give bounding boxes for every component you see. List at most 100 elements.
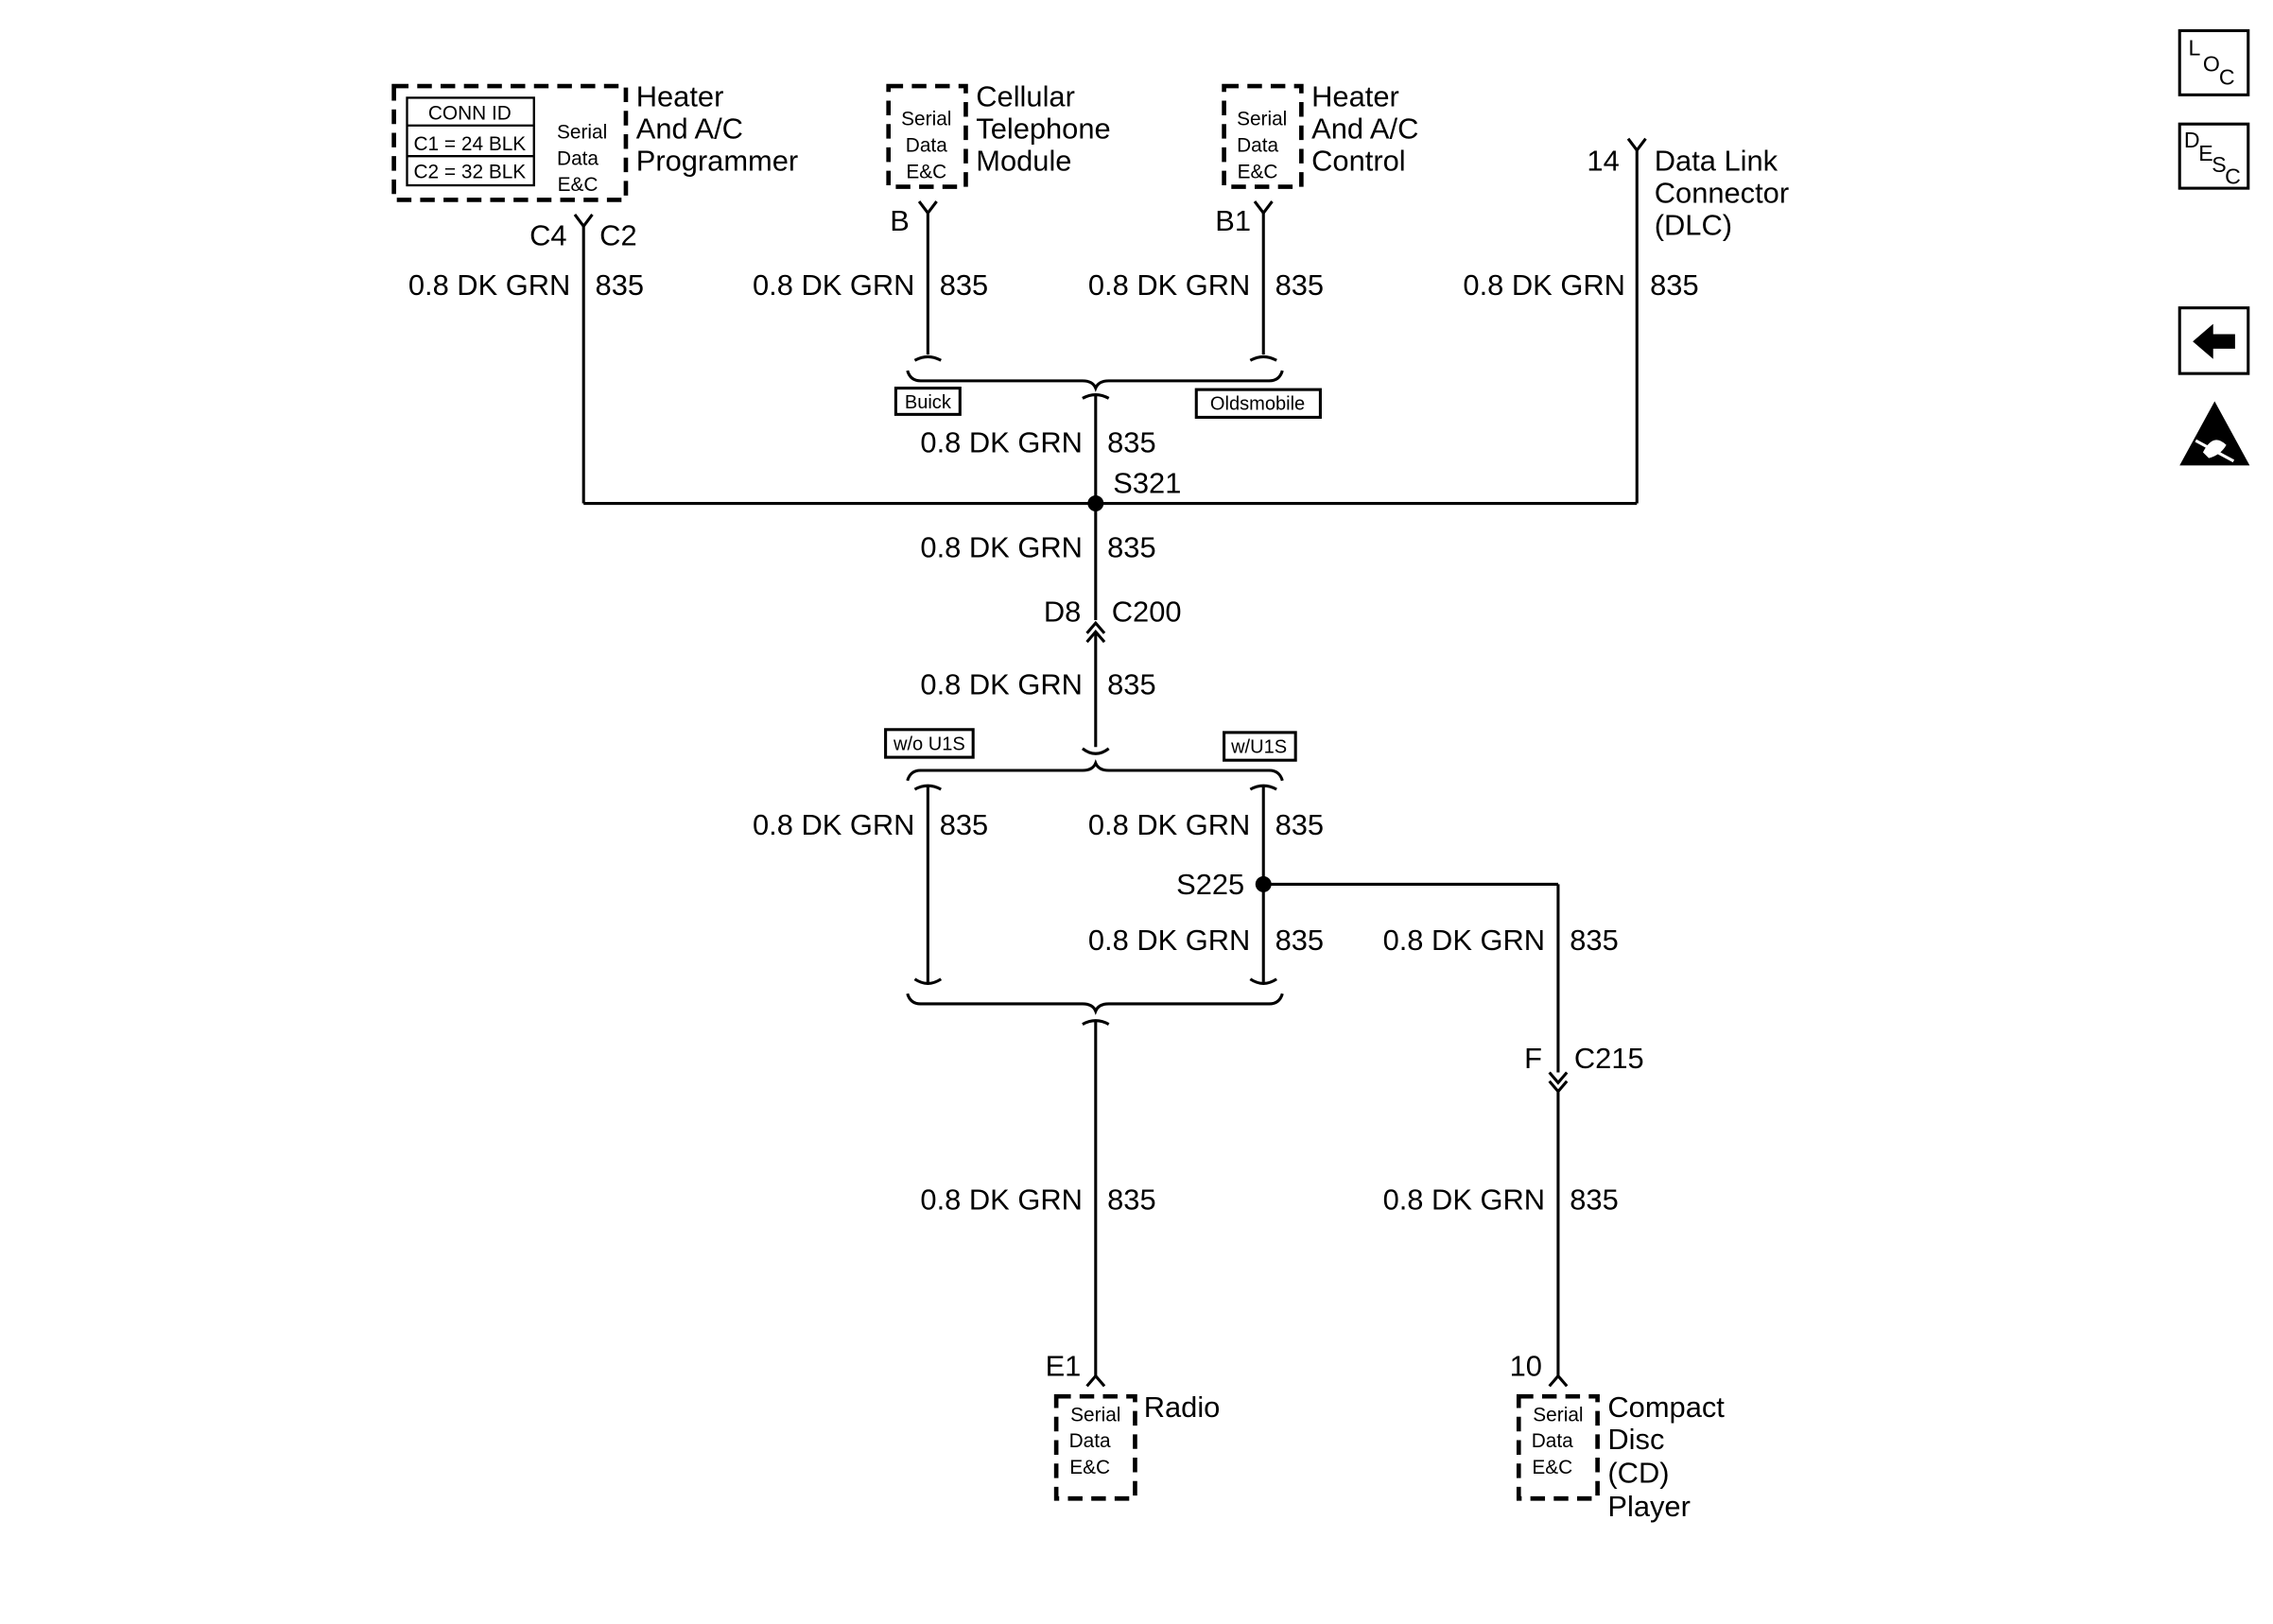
component-name: And A/C — [636, 112, 743, 146]
cell-dashed-box — [886, 83, 968, 189]
component-name: Programmer — [636, 145, 798, 178]
data-link-connector: 14 Data Link Connector (DLC) 0.8 DK GRN … — [1463, 137, 1789, 504]
option-break-symbol — [1082, 1019, 1110, 1026]
programmer-dashed-box — [391, 83, 629, 202]
splice-label: S321 — [1113, 467, 1181, 500]
wire-circuit: 835 — [1107, 1183, 1155, 1217]
without-u1s-branch: 0.8 DK GRN 835 — [753, 786, 988, 985]
lower-option-bracket — [906, 993, 1284, 1026]
option-brace — [906, 370, 1284, 392]
with-u1s-branch: 0.8 DK GRN 835 S225 0.8 DK GRN 835 0.8 D… — [1088, 786, 1619, 1073]
terminal-label: F — [1524, 1042, 1542, 1075]
option-tag-text: w/U1S — [1230, 736, 1287, 757]
serial-data-label: Data — [906, 135, 947, 157]
wire-circuit: 835 — [940, 808, 988, 841]
wire-circuit: 835 — [1107, 426, 1155, 459]
wire-circuit: 835 — [1275, 268, 1324, 302]
component-name: Connector — [1655, 177, 1789, 210]
terminal-symbol — [1085, 1373, 1106, 1388]
left-arrow-icon — [2193, 323, 2235, 359]
component-name: Radio — [1144, 1391, 1221, 1424]
description-button[interactable]: D E S C — [2178, 122, 2250, 190]
terminal-symbol — [1253, 200, 1274, 216]
terminal-symbol — [1548, 1373, 1569, 1388]
component-name: Compact — [1607, 1391, 1725, 1424]
terminal-symbol — [573, 213, 594, 229]
option-break-symbol — [1249, 977, 1277, 985]
conn-id-c2: C2 = 32 BLK — [414, 161, 527, 182]
description-letter: S — [2212, 152, 2226, 177]
radio-feed: 0.8 DK GRN 835 E1 — [920, 1021, 1156, 1388]
wire-size-color: 0.8 DK GRN — [920, 426, 1082, 459]
wire-size-color: 0.8 DK GRN — [1383, 924, 1545, 957]
back-button[interactable] — [2178, 306, 2250, 375]
option-tag-oldsmobile — [1194, 388, 1322, 420]
wire-circuit: 835 — [1275, 808, 1324, 841]
component-name: Disc — [1607, 1423, 1664, 1456]
option-brace — [906, 993, 1284, 1015]
connector-c200-group: D8 C200 0.8 DK GRN 835 — [920, 596, 1182, 755]
wire-circuit: 835 — [1275, 924, 1324, 957]
terminal-symbol — [1626, 137, 1647, 153]
option-break-symbol — [1249, 784, 1277, 791]
option-tag-without-u1s — [884, 728, 975, 759]
wire-circuit: 835 — [1650, 268, 1698, 302]
serial-data-label: Serial — [1237, 109, 1287, 130]
option-tag-text: Oldsmobile — [1210, 394, 1305, 415]
splice-label: S225 — [1176, 868, 1244, 901]
serial-data-label: E&C — [558, 174, 599, 196]
option-break-symbol — [1082, 392, 1110, 400]
description-letter: C — [2225, 164, 2241, 188]
wire-size-color: 0.8 DK GRN — [920, 531, 1082, 564]
terminal-label: D8 — [1044, 596, 1081, 629]
wire-circuit: 835 — [1107, 531, 1155, 564]
option-tag-text: Buick — [905, 392, 952, 413]
cd-dashed-box — [1516, 1393, 1600, 1501]
serial-data-label: Data — [1069, 1430, 1111, 1452]
wire-circuit: 835 — [940, 268, 988, 302]
wire-size-color: 0.8 DK GRN — [753, 808, 914, 841]
terminal-label: C4 — [529, 218, 566, 251]
option-break-symbol — [913, 977, 943, 985]
component-name: (CD) — [1607, 1456, 1669, 1489]
component-name: Module — [976, 145, 1071, 178]
serial-data-label: Data — [1532, 1430, 1573, 1452]
option-tag-with-u1s — [1223, 731, 1297, 762]
serial-data-label: E&C — [1532, 1457, 1572, 1478]
serial-data-label: Serial — [557, 122, 607, 144]
u1s-option-bracket: w/o U1S w/U1S — [884, 728, 1297, 791]
splice-s321-group: S321 0.8 DK GRN 835 — [583, 467, 1638, 621]
component-name: Heater — [1311, 80, 1399, 113]
option-tag-buick — [894, 387, 962, 416]
connector-c215-group: F C215 0.8 DK GRN 835 10 — [1383, 1042, 1644, 1388]
option-brace — [906, 759, 1284, 782]
serial-data-label: E&C — [1069, 1457, 1110, 1478]
heater-ac-programmer: CONN ID C1 = 24 BLK C2 = 32 BLK Serial D… — [391, 80, 798, 504]
make-option-bracket: Buick Oldsmobile 0.8 DK GRN 835 — [894, 370, 1322, 504]
location-letter: O — [2203, 52, 2220, 77]
terminal-label: B1 — [1215, 204, 1251, 237]
component-name: And A/C — [1311, 112, 1418, 146]
location-letter: L — [2189, 36, 2201, 60]
serial-data-label: E&C — [906, 161, 946, 182]
location-button[interactable]: L O C — [2178, 28, 2250, 96]
wire-size-color: 0.8 DK GRN — [920, 668, 1082, 701]
component-name: (DLC) — [1655, 209, 1732, 242]
conn-id-c1: C1 = 24 BLK — [414, 133, 527, 155]
esd-warning-icon — [2179, 401, 2250, 466]
component-name: Data Link — [1655, 145, 1778, 178]
component-name: Player — [1607, 1490, 1690, 1523]
component-name: Control — [1311, 145, 1405, 178]
radio: Serial Data E&C Radio — [1053, 1391, 1221, 1501]
wire-size-color: 0.8 DK GRN — [1383, 1183, 1545, 1217]
terminal-label: 10 — [1510, 1350, 1542, 1383]
control-dashed-box — [1222, 83, 1304, 189]
wire-size-color: 0.8 DK GRN — [1088, 924, 1250, 957]
serial-data-label: Data — [557, 147, 599, 169]
serial-data-label: Serial — [901, 109, 951, 130]
terminal-label: 14 — [1587, 145, 1619, 178]
serial-data-label: E&C — [1238, 161, 1278, 182]
option-break-symbol — [1081, 747, 1110, 755]
conn-id-table — [406, 96, 535, 187]
heater-ac-control: Serial Data E&C Heater And A/C Control B… — [1088, 80, 1418, 362]
